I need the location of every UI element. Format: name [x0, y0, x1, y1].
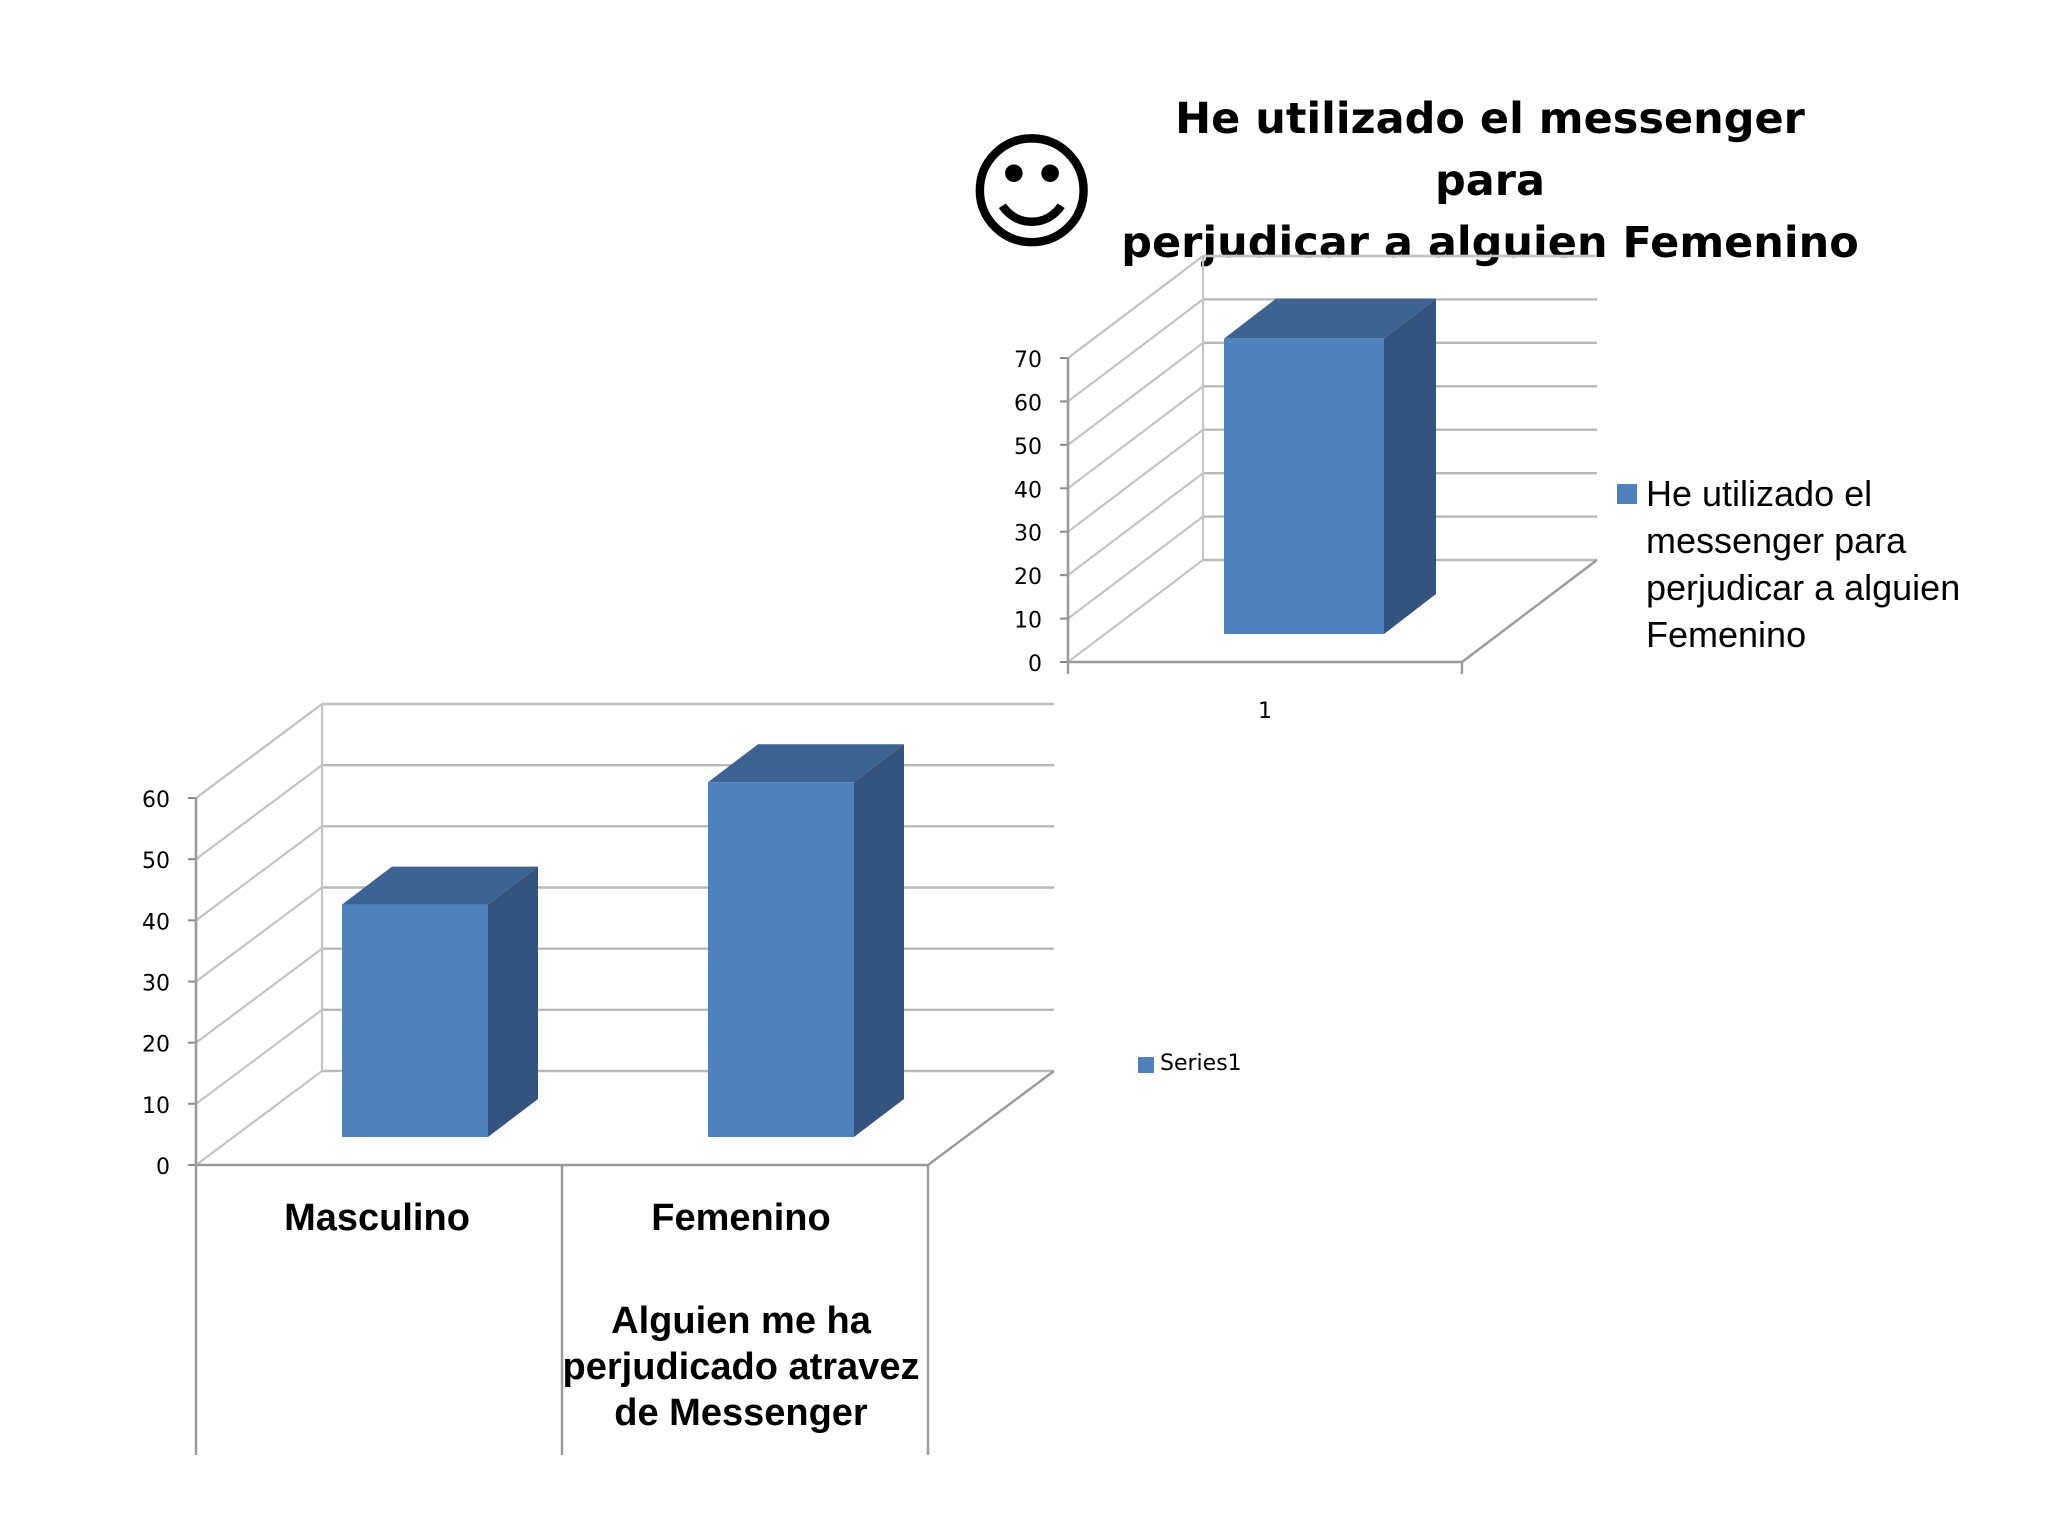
- category-label-femenino: Femenino: [651, 1197, 831, 1239]
- bottom-chart-bar-top-0: [342, 866, 538, 905]
- x-axis-note-line-1: Alguien me ha: [611, 1300, 871, 1342]
- bottom-chart-ytick-4: 40: [142, 910, 170, 935]
- legend-top: He utilizado el messenger para perjudica…: [1617, 470, 1997, 658]
- smiley-icon: ☺: [965, 119, 1099, 268]
- bottom-chart-floor-right: [927, 1070, 1055, 1166]
- top-chart-side-grid-5: [1067, 341, 1204, 446]
- top-chart-floor-right: [1461, 559, 1598, 663]
- legend-bottom-swatch: [1138, 1057, 1154, 1073]
- top-chart-side-grid-3: [1067, 428, 1204, 533]
- top-chart-side-grid-0: [1067, 559, 1204, 663]
- top-chart-ytick-6: 60: [1014, 391, 1042, 416]
- top-chart-ytick-4: 40: [1014, 478, 1042, 503]
- top-chart-top-diag: [1067, 255, 1204, 359]
- bottom-chart-top-diag: [195, 703, 323, 799]
- category-label-masculino: Masculino: [284, 1197, 470, 1239]
- bottom-chart-ytick-2: 20: [142, 1033, 170, 1058]
- bottom-chart-side-grid-0: [195, 1070, 323, 1166]
- legend-bottom-label: Series1: [1160, 1051, 1242, 1076]
- top-chart-bar-top-0: [1224, 298, 1436, 339]
- bottom-chart-ytick-6: 60: [142, 788, 170, 813]
- page-title-line-1: He utilizado el messenger para: [1175, 94, 1805, 206]
- top-chart-ytick-3: 30: [1014, 522, 1042, 547]
- legend-top-swatch: [1617, 484, 1637, 504]
- bottom-chart-group: 0 10 20 30 40 50 60: [142, 702, 1055, 1455]
- bottom-chart-bar-1: [708, 782, 854, 1137]
- bottom-chart-ytick-5: 50: [142, 849, 170, 874]
- x-axis-note-line-2: perjudicado atravez: [562, 1346, 920, 1388]
- x-axis-note-line-3: de Messenger: [614, 1392, 868, 1434]
- bottom-chart-bar-0: [342, 904, 488, 1137]
- top-chart-ytick-7: 70: [1014, 348, 1042, 373]
- bottom-chart-ytick-3: 30: [142, 972, 170, 997]
- top-chart-ytick-1: 10: [1014, 609, 1042, 634]
- legend-bottom: Series1: [1138, 1050, 1242, 1078]
- bottom-chart-side-grid-3: [195, 886, 323, 983]
- legend-top-label: He utilizado el messenger para perjudica…: [1646, 473, 1961, 655]
- top-chart-group: 0 10 20 30 40 50 60 70 1: [1014, 254, 1598, 724]
- top-chart-xtick-0: 1: [1258, 699, 1272, 724]
- bottom-chart-bar-side-1: [854, 744, 904, 1137]
- top-chart-bar-side-0: [1384, 298, 1436, 634]
- x-axis-note: Alguien me ha perjudicado atravez de Mes…: [560, 1298, 922, 1436]
- top-chart-ytick-0: 0: [1028, 652, 1042, 677]
- bottom-chart-side-grid-1: [195, 1008, 323, 1105]
- bottom-chart-bar-top-1: [708, 744, 904, 783]
- top-chart-side-grid-2: [1067, 472, 1204, 577]
- top-chart-side-grid-1: [1067, 515, 1204, 620]
- top-chart-ytick-5: 50: [1014, 435, 1042, 460]
- top-chart-side-grid-6: [1067, 298, 1204, 403]
- top-chart-ytick-2: 20: [1014, 565, 1042, 590]
- bottom-chart-side-grid-5: [195, 764, 323, 861]
- bottom-chart-bar-side-0: [488, 866, 538, 1137]
- top-chart-bar-0: [1224, 338, 1384, 634]
- bottom-chart-side-grid-2: [195, 947, 323, 1044]
- bottom-chart-side-grid-4: [195, 825, 323, 922]
- top-chart-side-grid-4: [1067, 385, 1204, 490]
- page-title-line-2: perjudicar a alguien Femenino: [1121, 218, 1859, 268]
- page-title: He utilizado el messenger para perjudica…: [1120, 88, 1860, 274]
- bottom-chart-ytick-1: 10: [142, 1094, 170, 1119]
- bottom-chart-ytick-0: 0: [156, 1155, 170, 1180]
